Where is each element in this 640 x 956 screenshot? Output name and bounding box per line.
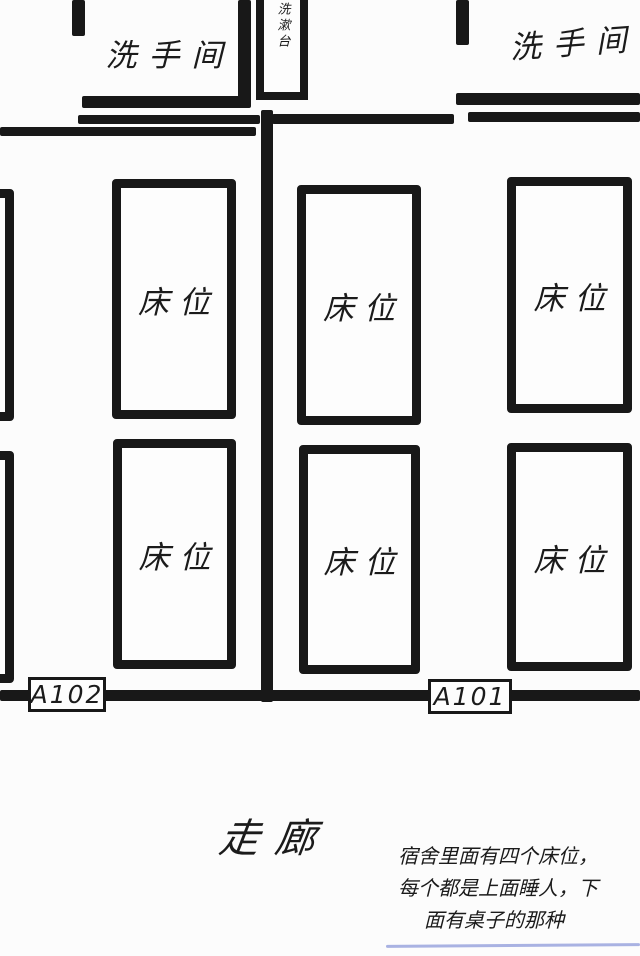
wall-horizontal-left-b bbox=[0, 127, 256, 136]
wall-washroom-left-right bbox=[238, 0, 251, 108]
note-line-2: 每个都是上面睡人，下 bbox=[398, 876, 598, 900]
wall-horizontal-right-a bbox=[272, 114, 454, 124]
wall-washroom-right-doorjamb bbox=[456, 0, 469, 45]
bed-label: 床位 bbox=[138, 539, 221, 576]
sink-box: 洗漱台 bbox=[256, 0, 308, 100]
bed-a102-top: 床位 bbox=[112, 179, 236, 419]
sink-label: 洗漱台 bbox=[274, 2, 290, 50]
bed-a101-left-top: 床位 bbox=[297, 185, 421, 425]
bed-a101-right-bottom: 床位 bbox=[507, 443, 632, 671]
wall-washroom-left-bottom bbox=[82, 96, 250, 108]
wall-washroom-left-doorjamb bbox=[72, 0, 85, 36]
wall-horizontal-left-a bbox=[78, 115, 260, 124]
wall-corridor bbox=[0, 690, 640, 701]
bed-label: 床位 bbox=[533, 542, 616, 579]
note-line-1: 宿舍里面有四个床位， bbox=[398, 844, 598, 868]
note-line-3: 面有桌子的那种 bbox=[424, 908, 564, 932]
notebook-rule-line bbox=[385, 943, 640, 948]
room-tag-a101: A101 bbox=[428, 679, 512, 714]
bed-label: 床位 bbox=[323, 290, 405, 327]
bed-a101-left-bottom: 床位 bbox=[299, 445, 420, 674]
wall-washroom-right-bottom bbox=[456, 93, 640, 105]
bed-a101-right-top: 床位 bbox=[507, 177, 632, 413]
bed-label: 床位 bbox=[323, 545, 406, 581]
wall-center-divider bbox=[261, 110, 273, 702]
bed-label: 床位 bbox=[138, 284, 220, 321]
bed-left-partial-top bbox=[0, 189, 14, 421]
handwritten-note: 宿舍里面有四个床位， 每个都是上面睡人，下 面有桌子的那种 bbox=[398, 840, 640, 936]
bed-a102-bottom: 床位 bbox=[113, 439, 236, 669]
wall-horizontal-right-b bbox=[468, 112, 640, 122]
washroom-right-label: 洗手间 bbox=[508, 21, 640, 67]
washroom-left-label: 洗手间 bbox=[105, 38, 235, 74]
room-tag-a102: A102 bbox=[28, 677, 106, 712]
corridor-label: 走廊 bbox=[216, 816, 335, 862]
bed-left-partial-bottom bbox=[0, 451, 14, 683]
bed-label: 床位 bbox=[533, 280, 616, 317]
